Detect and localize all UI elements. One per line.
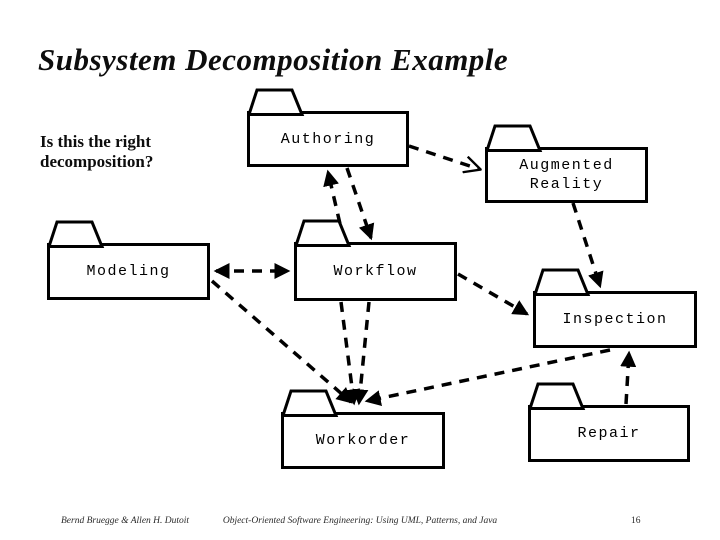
package-modeling: Modeling	[47, 220, 210, 300]
package-label: Augmented	[519, 157, 614, 174]
package-tab-icon	[528, 382, 586, 410]
package-authoring: Authoring	[247, 88, 409, 167]
edge-workflow-to-workorder-left	[339, 301, 361, 406]
edge-workflow-to-authoring	[323, 169, 346, 242]
slide-title: Subsystem Decomposition Example	[38, 42, 509, 77]
package-workflow: Workflow	[294, 219, 457, 301]
question-line2: decomposition?	[40, 152, 154, 171]
edge-augmented-reality-to-inspection	[571, 202, 604, 289]
edge-inspection-to-workorder	[364, 348, 611, 407]
package-label: Workflow	[333, 263, 418, 280]
package-label-line2: Reality	[529, 176, 604, 193]
question-text: Is this the right decomposition?	[40, 132, 153, 172]
package-inspection: Inspection	[533, 268, 697, 348]
package-tab-icon	[533, 268, 591, 296]
slide-footer: Bernd Bruegge & Allen H. Dutoit Object-O…	[0, 514, 720, 534]
package-label: Inspection	[562, 311, 668, 328]
edge-authoring-to-augmented-reality	[408, 144, 479, 169]
package-label: Repair	[577, 425, 641, 442]
question-line1: Is this the right	[40, 132, 151, 151]
edge-repair-to-inspection	[620, 350, 637, 405]
package-tab-icon	[247, 88, 305, 116]
edge-workflow-to-workorder-right	[352, 301, 371, 406]
footer-authors: Bernd Bruegge & Allen H. Dutoit	[61, 516, 190, 526]
footer-book-title: Object-Oriented Software Engineering: Us…	[222, 516, 498, 526]
package-augmented-reality: Augmented Reality	[485, 124, 648, 203]
package-label: Modeling	[86, 263, 171, 280]
package-label: Authoring	[280, 130, 376, 148]
package-tab-icon	[281, 389, 339, 417]
package-tab-icon	[47, 220, 105, 248]
edge-modeling-to-workorder	[210, 279, 353, 404]
package-tab-icon	[485, 124, 543, 152]
footer-page-number: 16	[631, 516, 641, 526]
package-label: Workorder	[315, 432, 411, 449]
package-repair: Repair	[528, 382, 690, 462]
edge-authoring-to-workflow	[345, 167, 375, 241]
edge-workflow-to-inspection	[457, 272, 530, 316]
package-tab-icon	[294, 219, 352, 247]
package-workorder: Workorder	[281, 389, 445, 469]
